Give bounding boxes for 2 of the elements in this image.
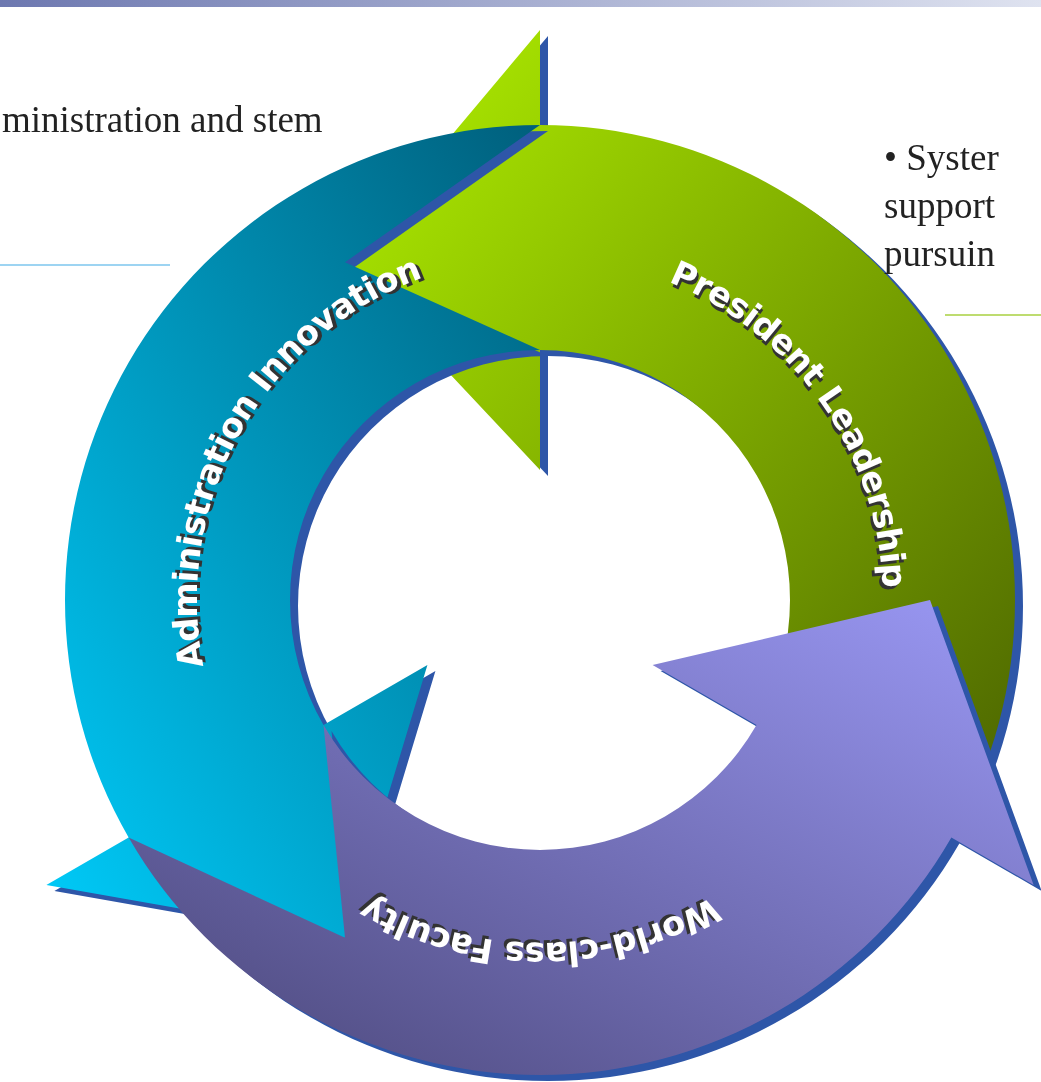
- side-note: • Syster support pursuin: [884, 136, 1000, 276]
- side-note: ministration and stem: [2, 98, 324, 142]
